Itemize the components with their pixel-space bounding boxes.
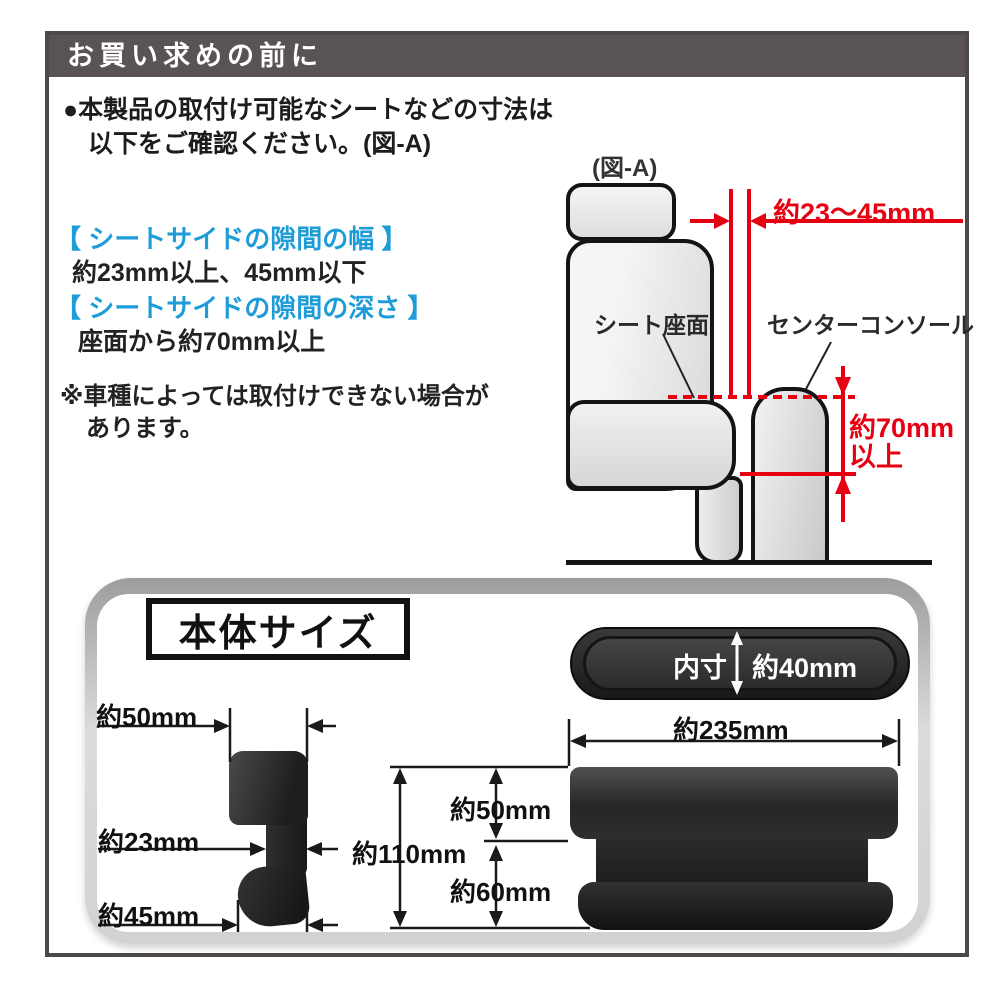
overall-length-label: 約235mm [673,715,789,745]
depth-dimension-line1: 約70mm [849,413,955,443]
intro-line-2: 以下をご確認ください。(図-A) [88,130,432,158]
hook-neck-width-label: 約23mm [98,827,200,857]
headrest-shape [566,183,676,241]
inner-dim-label: 内寸 [673,653,727,683]
product-front-view-top-block [570,767,898,839]
overall-height-label: 約110mm [352,839,467,869]
product-side-view-cylinder [229,751,308,825]
section-header: お買い求めの前に [49,35,965,77]
note-line-2: あります。 [86,415,204,442]
lower-height-label: 約60mm [450,877,552,907]
hook-top-width-label: 約50mm [96,702,198,732]
gap-width-dimension: 約23～45mm [773,198,936,228]
intro-line-1: ●本製品の取付け可能なシートなどの寸法は [63,96,554,124]
gap-width-heading: 【 シートサイドの隙間の幅 】 [55,224,408,254]
center-console-label: センターコンソール [767,312,974,338]
inner-width-value: 約40mm [752,653,858,683]
body-size-title-box: 本体サイズ [146,598,410,660]
product-front-view-foot [578,882,893,930]
note-line-1: ※車種によっては取付けできない場合が [60,383,489,410]
seat-cushion-shape [566,400,736,490]
depth-dimension-line2: 以上 [849,442,903,472]
gap-width-value: 約23mm以上、45mm以下 [72,259,367,287]
content-frame: お買い求めの前に [45,31,969,957]
upper-height-label: 約50mm [450,795,552,825]
seat-surface-label: シート座面 [594,312,709,338]
body-size-title: 本体サイズ [178,612,378,655]
floor-line [566,560,932,565]
gap-depth-heading: 【 シートサイドの隙間の深さ 】 [55,293,434,323]
gap-depth-value: 座面から約70mm以上 [78,328,326,356]
center-console-shape [751,387,829,564]
hook-foot-width-label: 約45mm [98,901,200,931]
section-header-title: お買い求めの前に [67,41,323,71]
figure-a-caption: (図-A) [592,155,658,182]
